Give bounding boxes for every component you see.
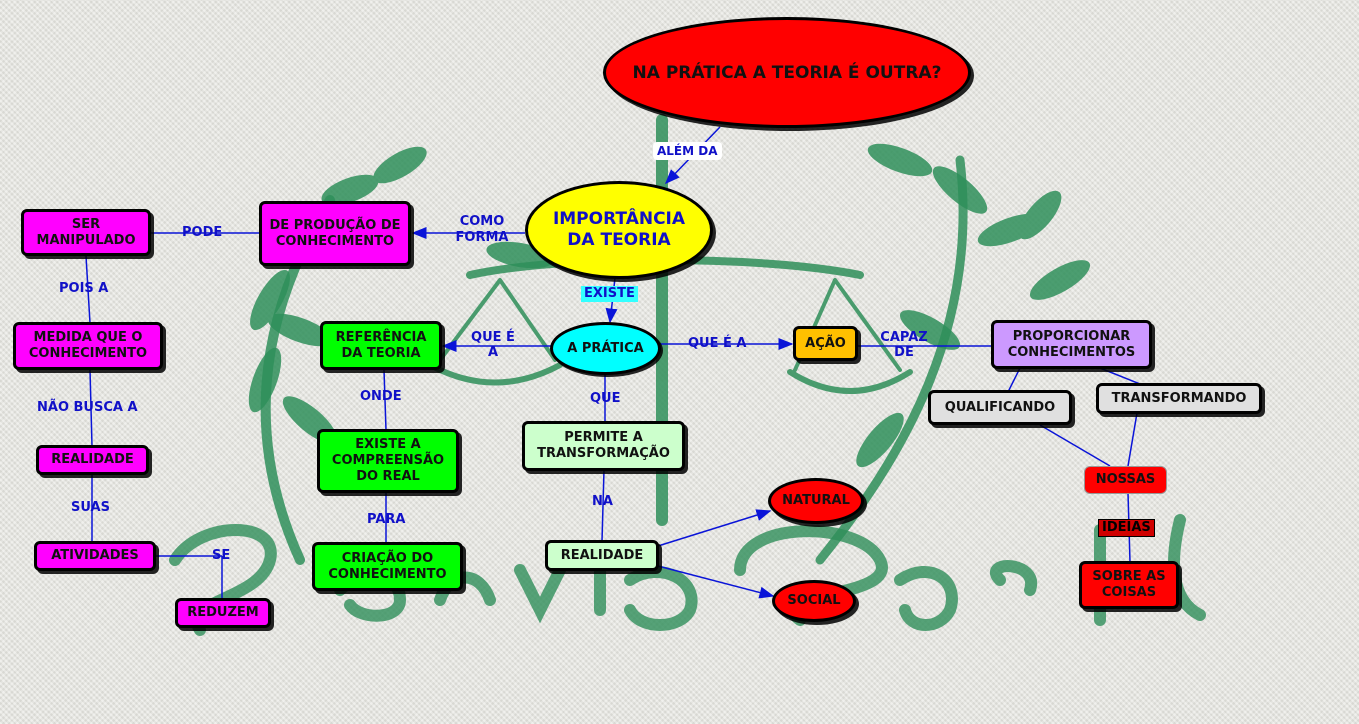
sobre-node[interactable]: SOBRE AS COISAS [1079, 561, 1179, 609]
referencia-node[interactable]: REFERÊNCIA DA TEORIA [320, 321, 442, 370]
producao-node[interactable]: DE PRODUÇÃO DE CONHECIMENTO [259, 201, 411, 266]
edge-qualificando-nossas [1039, 424, 1111, 467]
edge-ser-medida [85, 255, 91, 324]
criacao-node[interactable]: CRIAÇÃO DO CONHECIMENTO [312, 542, 463, 591]
transformando-node[interactable]: TRANSFORMANDO [1096, 383, 1262, 414]
edge-referencia-existe [383, 369, 387, 431]
link-label-pode: PODE [182, 225, 223, 240]
link-label-capaz-de: CAPAZ DE [880, 330, 928, 360]
link-label-na: NA [592, 494, 613, 509]
link-label-onde: ONDE [360, 389, 402, 404]
edge-transformando-nossas [1127, 412, 1138, 467]
existe-compreensao-node[interactable]: EXISTE A COMPREENSÃO DO REAL [317, 429, 459, 493]
medida-node[interactable]: MEDIDA QUE O CONHECIMENTO [13, 322, 163, 370]
title-node[interactable]: NA PRÁTICA A TEORIA É OUTRA? [603, 17, 971, 128]
ser-manipulado-node[interactable]: SER MANIPULADO [21, 209, 151, 256]
link-label-suas: SUAS [71, 500, 110, 515]
nossas-node[interactable]: NOSSAS [1084, 466, 1167, 494]
link-label-ideias: IDEIAS [1098, 519, 1155, 537]
a-pratica-node[interactable]: A PRÁTICA [550, 322, 661, 375]
realidade-center-node[interactable]: REALIDADE [545, 540, 659, 571]
edge-permite-realidade [601, 469, 605, 542]
edge-proporcionar-qualificando [1007, 367, 1021, 393]
social-node[interactable]: SOCIAL [772, 580, 856, 622]
edge-realidade-natural [657, 509, 772, 547]
edge-proporcionar-transformando [1099, 367, 1141, 385]
acao-node[interactable]: AÇÃO [793, 326, 858, 361]
link-label-como-forma: COMO FORMA [455, 214, 509, 245]
proporcionar-node[interactable]: PROPORCIONAR CONHECIMENTOS [991, 320, 1152, 369]
permite-node[interactable]: PERMITE A TRANSFORMAÇÃO [522, 421, 685, 471]
natural-node[interactable]: NATURAL [768, 478, 864, 524]
realidade-left-node[interactable]: REALIDADE [36, 445, 149, 475]
edge-medida-realidade [89, 369, 93, 447]
reduzem-node[interactable]: REDUZEM [175, 598, 271, 628]
link-label-que-e-a-right: QUE É A [688, 336, 747, 351]
link-label-que-e-a-left: QUE É A [471, 330, 515, 360]
qualificando-node[interactable]: QUALIFICANDO [928, 390, 1072, 425]
importancia-node[interactable]: IMPORTÂNCIA DA TEORIA [525, 181, 713, 279]
atividades-node[interactable]: ATIVIDADES [34, 541, 156, 571]
link-label-alem-da: ALÉM DA [653, 142, 722, 160]
edge-realidade-social [657, 565, 775, 599]
link-label-nao-busca: NÃO BUSCA A [37, 400, 138, 415]
link-label-para: PARA [367, 512, 406, 527]
link-label-se: SE [212, 548, 231, 563]
link-label-que: QUE [590, 391, 621, 406]
link-label-existe: EXISTE [581, 286, 638, 302]
link-label-pois-a: POIS A [59, 281, 109, 296]
